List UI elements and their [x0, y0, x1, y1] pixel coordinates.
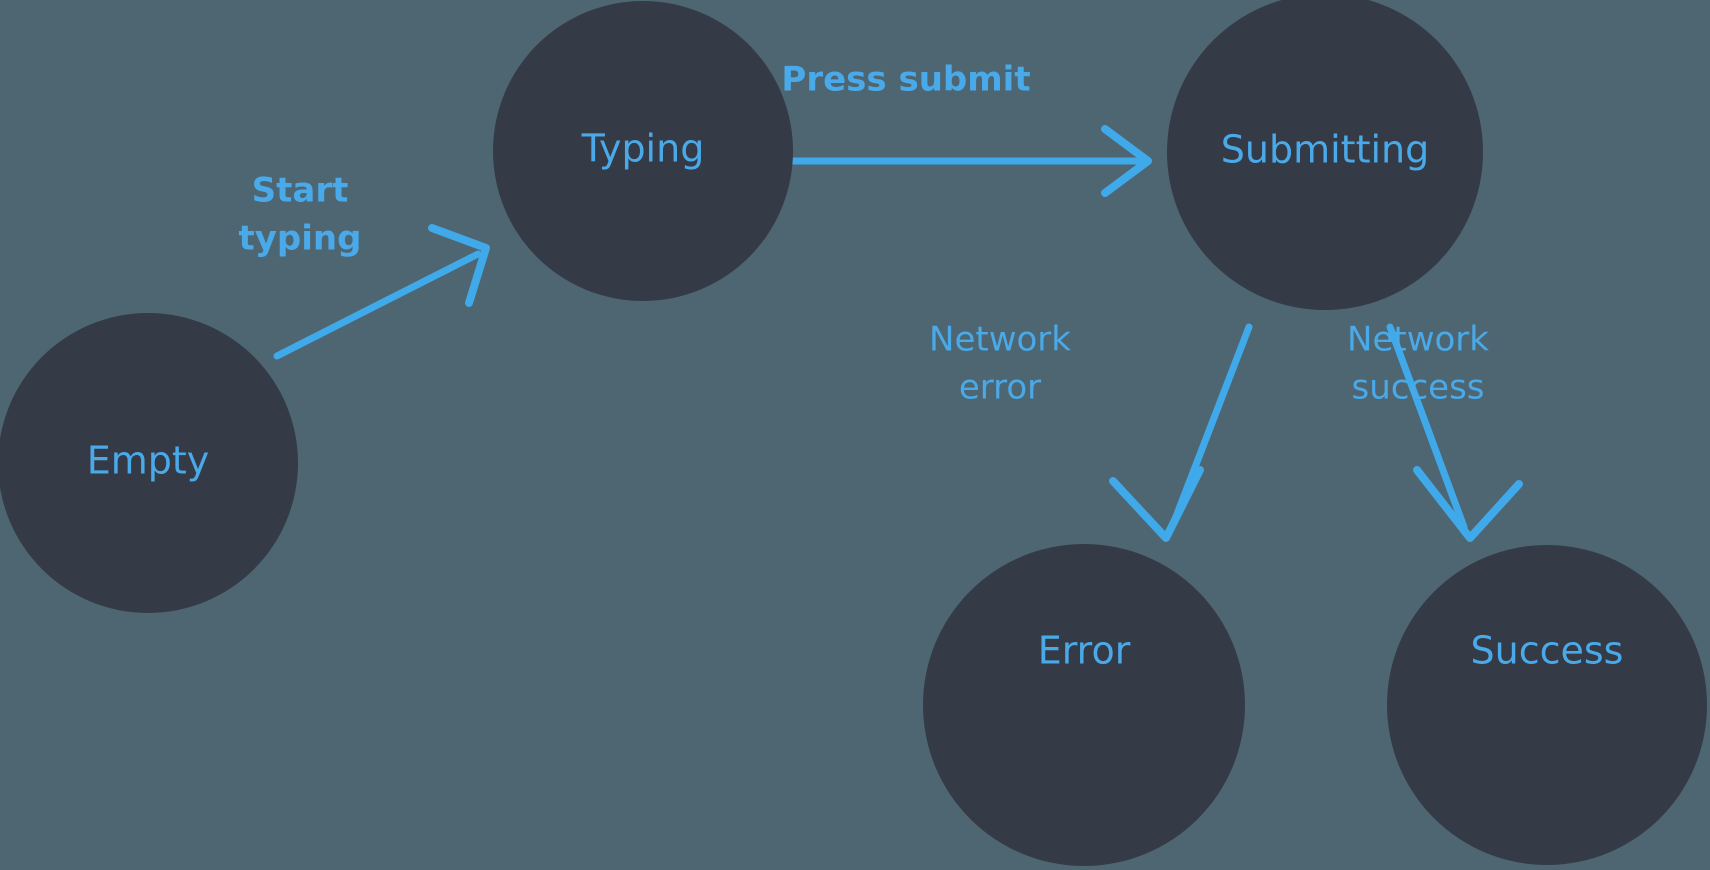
- state-node-typing-circle[interactable]: [493, 1, 793, 301]
- transition-press-submit: [759, 125, 1152, 197]
- transition-network-success-line: [1386, 323, 1468, 531]
- transition-network-success-arrowhead: [1413, 466, 1523, 542]
- transition-network-success-label-line-1: Network: [1347, 320, 1489, 360]
- state-node-success-label: Success: [1471, 629, 1624, 673]
- transition-network-error: [1109, 323, 1253, 542]
- state-node-success[interactable]: Success: [1387, 545, 1707, 865]
- state-node-submitting-circle[interactable]: [1167, 0, 1483, 310]
- transition-start-typing-label: Start typing: [239, 171, 362, 259]
- transition-network-success-label-line-2: success: [1352, 368, 1485, 408]
- state-node-error-circle[interactable]: [923, 544, 1245, 866]
- transition-start-typing-line: [273, 250, 482, 360]
- state-node-error[interactable]: Error: [923, 544, 1245, 866]
- transition-start-typing-label-line-1: Start: [252, 171, 349, 211]
- state-node-empty-label: Empty: [87, 439, 210, 483]
- transition-network-error-label: Network error: [929, 320, 1071, 408]
- state-node-empty-circle[interactable]: [0, 313, 298, 613]
- transition-press-submit-arrowhead: [1101, 125, 1152, 197]
- transition-network-success-label: Network success: [1347, 320, 1489, 408]
- state-node-submitting[interactable]: Submitting: [1167, 0, 1483, 310]
- transition-start-typing: [273, 224, 490, 360]
- transition-press-submit-label: Press submit: [781, 60, 1030, 100]
- state-node-error-label: Error: [1038, 629, 1131, 673]
- state-node-typing[interactable]: Typing: [493, 1, 793, 301]
- transition-start-typing-label-line-2: typing: [239, 219, 362, 259]
- state-node-typing-label: Typing: [581, 127, 705, 171]
- transition-network-error-label-line-2: error: [959, 368, 1041, 408]
- transition-network-error-label-line-1: Network: [929, 320, 1071, 360]
- transition-network-error-arrowhead: [1109, 466, 1204, 542]
- transition-start-typing-arrowhead: [428, 224, 490, 307]
- state-node-success-circle[interactable]: [1387, 545, 1707, 865]
- state-node-submitting-label: Submitting: [1221, 128, 1429, 172]
- state-node-empty[interactable]: Empty: [0, 313, 298, 613]
- transition-press-submit-label-line-1: Press submit: [781, 60, 1030, 100]
- transition-network-success: [1386, 323, 1523, 542]
